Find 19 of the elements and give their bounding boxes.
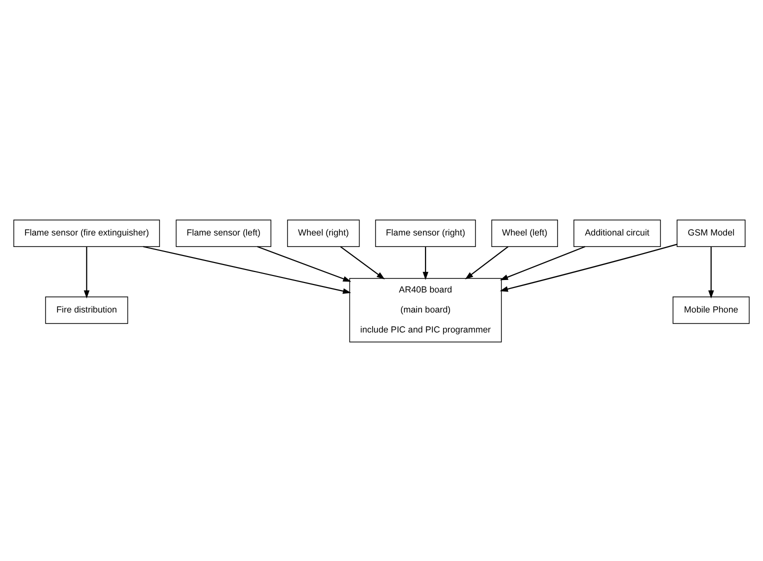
- arrow: [708, 246, 714, 298]
- arrow: [257, 246, 352, 282]
- node-box: GSM Model: [676, 219, 746, 246]
- arrow: [143, 246, 352, 294]
- arrow: [340, 246, 385, 279]
- node-box: Flame sensor (left): [176, 219, 272, 246]
- arrow: [500, 243, 678, 292]
- arrow: [422, 246, 428, 280]
- node-box: Mobile Phone: [672, 296, 750, 324]
- arrow: [465, 246, 508, 279]
- node-box: Flame sensor (right): [375, 219, 476, 246]
- arrow: [500, 246, 586, 280]
- node-box: Wheel (right): [287, 219, 360, 246]
- node-box: Wheel (left): [491, 219, 558, 246]
- arrow: [84, 246, 90, 298]
- node-box: Flame sensor (fire extinguisher): [13, 219, 160, 246]
- node-box: Fire distribution: [45, 296, 128, 324]
- node-box: AR40B board (main board) include PIC and PIC programmer: [349, 278, 502, 342]
- node-box: Additional circuit: [574, 219, 661, 246]
